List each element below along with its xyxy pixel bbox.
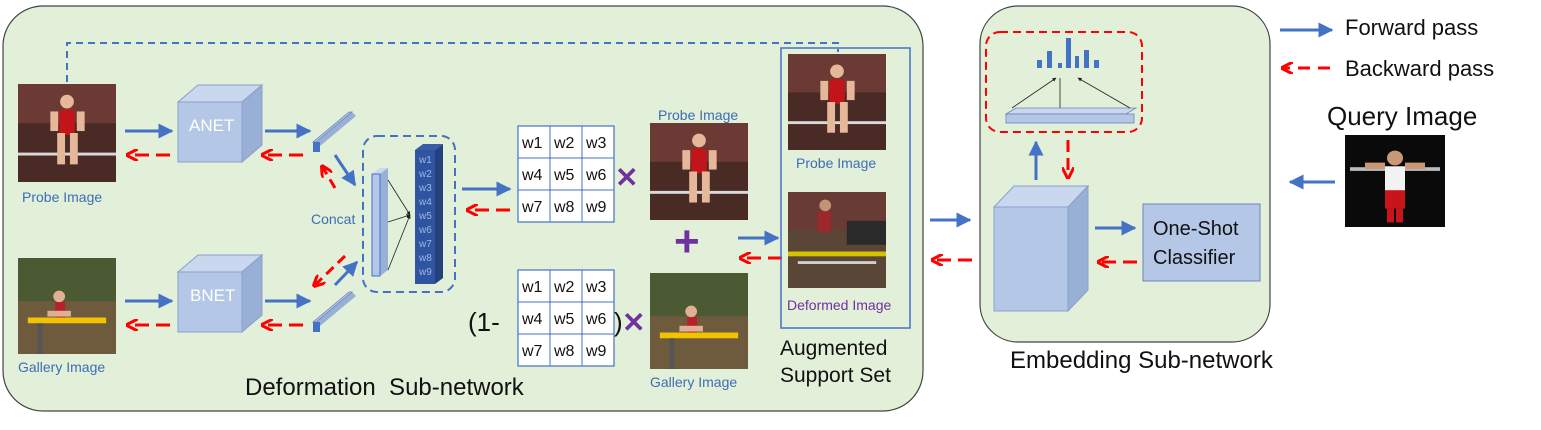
grid-cell: w9 [585,199,607,216]
concat-region [362,135,456,293]
augmented-label-line2: Support Set [780,364,891,387]
weight-vector-item: w5 [418,211,432,222]
embedding-subnetwork-label: Embedding Sub-network [1010,347,1274,374]
weight-grid-top [517,125,615,223]
query-image-label: Query Image [1327,101,1477,131]
probe-image-right-label: Probe Image [796,155,876,171]
gallery-image-mid-label: Gallery Image [650,374,737,390]
deformed-image [788,192,886,288]
probe-image-left-label: Probe Image [22,189,102,205]
one-minus-label: (1- [468,307,500,337]
grid-cell: w3 [585,135,607,152]
probe-image-left [18,84,116,182]
legend: Forward pass Backward pass [1280,15,1494,81]
anet-label: ANET [189,116,234,135]
weight-vector [415,144,443,284]
grid-cell: w8 [553,343,575,360]
histogram-icon [1037,38,1099,68]
embedding-fc-lines [1011,77,1131,109]
probe-image-right [788,54,886,150]
concat-feature-bar [371,168,388,277]
grid-cell: w8 [553,199,575,216]
deformation-subnetwork-label: Deformation Sub-network [245,374,525,401]
legend-backward-label: Backward pass [1345,56,1494,81]
embedding-output-region [985,31,1143,133]
backward-arrow [314,254,347,286]
grid-cell: w5 [553,311,575,328]
plus-operator: + [674,217,700,266]
multiply-operator-bottom: ✕ [622,307,645,338]
bnet-box [176,253,264,334]
grid-cell: w7 [521,343,543,360]
bnet-label: BNET [190,286,235,305]
grid-cell: w2 [553,135,575,152]
weight-vector-item: w3 [418,183,432,194]
probe-image-mid-label: Probe Image [658,107,738,123]
anet-box [176,83,264,164]
anet-feature-bar [311,111,356,152]
bnet-feature-bar [311,291,356,332]
legend-forward-label: Forward pass [1345,15,1478,40]
deformed-image-label: Deformed Image [787,297,891,313]
fc-connections [387,179,411,271]
forward-arrow [333,260,359,287]
embedding-feature-bar [1004,107,1138,124]
forward-arrow [333,154,357,187]
weight-grid-top-cells: w1 w2 w3 w4 w5 w6 w7 w8 w9 [521,135,607,216]
weight-vector-labels: w1 w2 w3 w4 w5 w6 w7 w8 w9 [418,155,432,278]
one-shot-classifier-box [1142,203,1261,282]
probe-image-mid [650,123,748,220]
gallery-image-left [18,258,116,354]
weight-vector-item: w6 [418,225,432,236]
backward-arrow [322,166,337,189]
grid-cell: w4 [521,167,543,184]
one-shot-classifier-label-line1: One-Shot [1153,218,1239,240]
concat-label: Concat [311,211,355,227]
grid-cell: w6 [585,311,607,328]
weight-vector-item: w8 [418,253,432,264]
weight-vector-item: w9 [418,267,432,278]
close-paren: ) [614,307,623,337]
weight-vector-item: w7 [418,239,432,250]
gallery-image-mid [650,273,748,369]
grid-cell: w4 [521,311,543,328]
weight-vector-item: w2 [418,169,432,180]
weight-vector-item: w4 [418,197,432,208]
grid-cell: w5 [553,167,575,184]
embedding-network-box [992,184,1090,313]
grid-cell: w1 [521,279,543,296]
grid-cell: w1 [521,135,543,152]
grid-cell: w3 [585,279,607,296]
query-image [1345,135,1445,227]
grid-cell: w7 [521,199,543,216]
augmented-support-set-box [780,47,911,329]
weight-vector-item: w1 [418,155,432,166]
weight-grid-bottom [517,269,615,367]
grid-cell: w6 [585,167,607,184]
gallery-image-left-label: Gallery Image [18,359,105,375]
grid-cell: w2 [553,279,575,296]
skip-connection-dashed-line [66,42,839,82]
one-shot-classifier-label-line2: Classifier [1153,247,1236,269]
grid-cell: w9 [585,343,607,360]
augmented-label-line1: Augmented [780,337,887,360]
multiply-operator-top: ✕ [615,162,638,193]
weight-grid-bottom-cells: w1 w2 w3 w4 w5 w6 w7 w8 w9 [521,279,607,360]
